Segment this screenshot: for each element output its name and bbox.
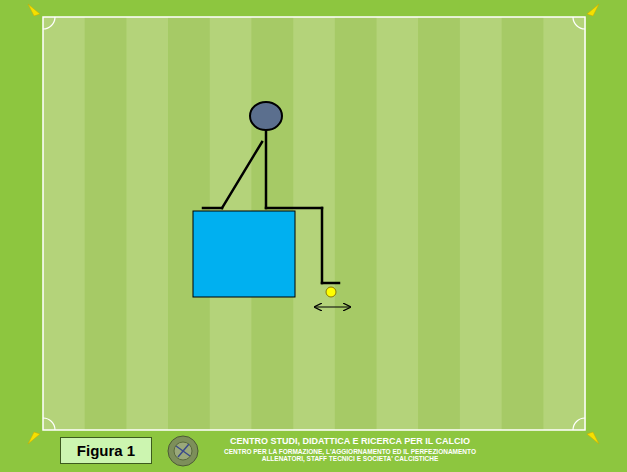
player-head <box>250 102 282 130</box>
corner-arcs <box>43 17 585 430</box>
grass-stripe <box>335 17 377 430</box>
grass-stripe <box>418 17 460 430</box>
organisation-name: CENTRO STUDI, DIDATTICA E RICERCA PER IL… <box>205 436 495 446</box>
figure-label: Figura 1 <box>77 442 135 459</box>
grass-stripe <box>293 17 335 430</box>
grass-stripe <box>460 17 502 430</box>
movement-arrow <box>315 306 350 307</box>
corner-flags <box>28 4 599 444</box>
logo <box>168 436 198 466</box>
figure-label-box: Figura 1 <box>60 437 152 464</box>
player-figure <box>193 102 350 307</box>
grass-stripe <box>502 17 544 430</box>
organisation-subtitle: CENTRO PER LA FORMAZIONE, L'AGGIORNAMENT… <box>215 448 485 463</box>
grass-stripe <box>43 17 85 430</box>
grass-stripes <box>43 17 586 430</box>
grass-stripe <box>377 17 419 430</box>
ball <box>326 287 336 297</box>
grass-stripe <box>85 17 127 430</box>
touch-line <box>43 17 585 430</box>
bench-box <box>193 211 295 297</box>
grass-stripe <box>543 17 585 430</box>
grass-stripe <box>126 17 168 430</box>
